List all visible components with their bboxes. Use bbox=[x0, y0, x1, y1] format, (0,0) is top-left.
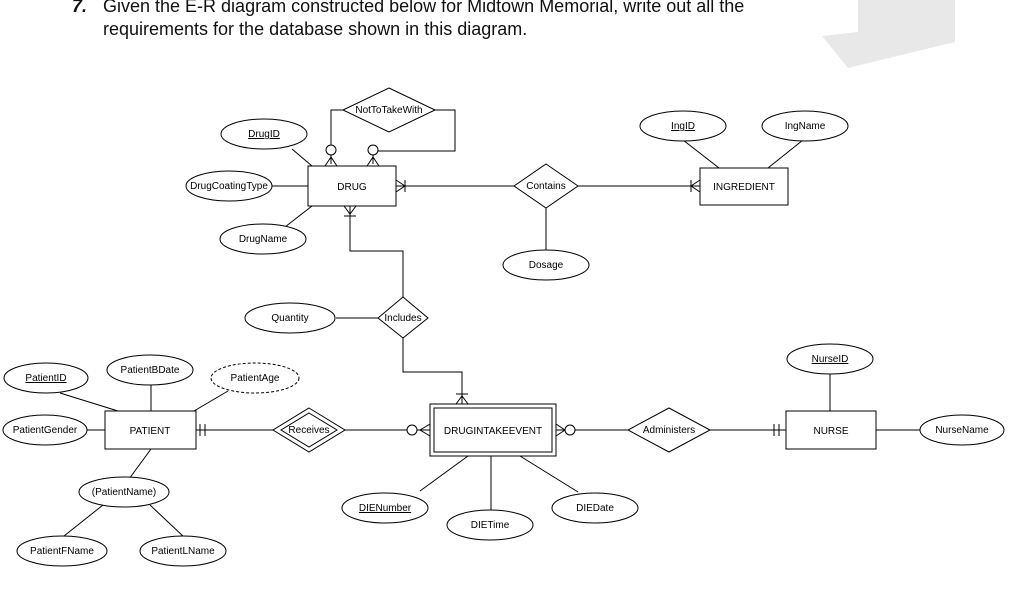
entity-nurse: NURSE bbox=[785, 410, 877, 450]
attribute-patientbdate-label: PatientBDate bbox=[121, 365, 180, 376]
cardinality-zero-circle bbox=[367, 144, 379, 156]
attribute-drugid: DrugID bbox=[220, 118, 308, 150]
attribute-patientage: PatientAge bbox=[210, 362, 300, 394]
entity-drug-label: DRUG bbox=[337, 182, 367, 193]
line-patient-name bbox=[128, 448, 152, 480]
attribute-drugname: DrugName bbox=[219, 223, 307, 255]
line-patientid-patient bbox=[59, 392, 119, 412]
entity-drugintakeevent: DRUGINTAKEEVENT bbox=[429, 403, 557, 457]
attribute-patientlname-label: PatientLName bbox=[151, 546, 215, 557]
attribute-quantity: Quantity bbox=[244, 302, 336, 334]
cardinality-zero-circle bbox=[325, 144, 337, 156]
connector-lines bbox=[59, 109, 920, 539]
attribute-nursename-label: NurseName bbox=[935, 425, 989, 436]
entity-patient-label: PATIENT bbox=[130, 426, 171, 437]
attribute-patientname: (PatientName) bbox=[78, 476, 170, 508]
cardinality-marks bbox=[199, 144, 780, 437]
entity-patient: PATIENT bbox=[104, 410, 197, 450]
relationship-administers: Administers bbox=[626, 407, 712, 453]
entity-drug: DRUG bbox=[307, 165, 397, 207]
line-drugname-drug bbox=[284, 205, 313, 228]
attribute-dosage-label: Dosage bbox=[529, 260, 564, 271]
relationship-contains: Contains bbox=[513, 163, 579, 209]
cardinality-crowsfoot bbox=[343, 205, 357, 215]
attribute-ingid-label: IngID bbox=[671, 121, 695, 132]
line-die-diedate bbox=[519, 455, 579, 493]
attribute-drugname-label: DrugName bbox=[239, 234, 288, 245]
entity-ingredient-label: INGREDIENT bbox=[713, 182, 775, 193]
attribute-nurseid-label: NurseID bbox=[812, 354, 849, 365]
question: 7. Given the E-R diagram constructed bel… bbox=[72, 0, 832, 41]
attribute-dietime-label: DIETime bbox=[471, 520, 510, 531]
cardinality-crowsfoot bbox=[419, 423, 431, 437]
attributes: DrugID DrugCoatingType DrugName IngID In… bbox=[2, 110, 1005, 567]
line-ingid-ingredient bbox=[682, 139, 720, 169]
cardinality-zero-circle bbox=[564, 424, 576, 436]
question-number: 7. bbox=[72, 0, 88, 16]
attribute-patientname-label: (PatientName) bbox=[92, 487, 156, 498]
line-drug-nottotakewith-left bbox=[330, 109, 343, 164]
cardinality-zero-circle bbox=[406, 424, 418, 436]
line-drug-includes bbox=[349, 206, 404, 297]
question-text: Given the E-R diagram constructed below … bbox=[103, 0, 745, 39]
attribute-diedate: DIEDate bbox=[551, 492, 639, 524]
attribute-diedate-label: DIEDate bbox=[576, 503, 614, 514]
attribute-ingid: IngID bbox=[639, 110, 727, 142]
attribute-patientgender: PatientGender bbox=[2, 414, 88, 446]
relationship-includes: Includes bbox=[377, 296, 429, 339]
attribute-patientlname: PatientLName bbox=[139, 535, 227, 567]
attribute-dosage: Dosage bbox=[502, 249, 590, 281]
relationship-receives: Receives bbox=[272, 407, 346, 453]
attribute-patientbdate: PatientBDate bbox=[106, 354, 194, 386]
relationship-includes-label: Includes bbox=[384, 313, 421, 324]
entity-ingredient: INGREDIENT bbox=[699, 167, 789, 206]
attribute-patientid: PatientID bbox=[3, 362, 89, 394]
attribute-dietime: DIETime bbox=[446, 509, 534, 541]
line-name-fname bbox=[63, 504, 104, 537]
relationship-administers-label: Administers bbox=[643, 425, 695, 436]
attribute-patientfname-label: PatientFName bbox=[30, 546, 94, 557]
attribute-patientgender-label: PatientGender bbox=[13, 425, 78, 436]
attribute-patientage-label: PatientAge bbox=[231, 373, 280, 384]
relationship-nottotakewith: NotToTakeWith bbox=[341, 87, 437, 133]
relationship-contains-label: Contains bbox=[526, 181, 565, 192]
line-die-dienumber bbox=[419, 455, 469, 492]
attribute-drugcoatingtype: DrugCoatingType bbox=[185, 170, 273, 202]
entities: DRUG INGREDIENT PATIENT DRUGINTAKEEVENT … bbox=[104, 165, 877, 457]
attribute-dienumber: DIENumber bbox=[341, 492, 429, 524]
line-name-lname bbox=[149, 504, 186, 539]
attribute-nursename: NurseName bbox=[919, 414, 1005, 446]
cardinality-crowsfoot bbox=[366, 156, 380, 167]
entity-nurse-label: NURSE bbox=[813, 426, 848, 437]
attribute-ingname-label: IngName bbox=[785, 121, 826, 132]
line-patientage-patient bbox=[193, 390, 229, 412]
attribute-patientfname: PatientFName bbox=[16, 535, 108, 567]
attribute-ingname: IngName bbox=[761, 110, 849, 142]
relationship-receives-label: Receives bbox=[288, 425, 329, 436]
cardinality-crowsfoot bbox=[455, 395, 469, 405]
cardinality-crowsfoot bbox=[324, 156, 338, 167]
line-includes-die bbox=[402, 338, 463, 404]
relationships: NotToTakeWith Contains Includes Receives… bbox=[272, 87, 712, 453]
attribute-quantity-label: Quantity bbox=[271, 313, 308, 324]
attribute-nurseid: NurseID bbox=[786, 343, 874, 375]
relationship-nottotakewith-label: NotToTakeWith bbox=[355, 105, 422, 116]
attribute-drugcoatingtype-label: DrugCoatingType bbox=[190, 181, 268, 192]
attribute-drugid-label: DrugID bbox=[248, 129, 280, 140]
attribute-dienumber-label: DIENumber bbox=[359, 503, 412, 514]
line-drugid-drug bbox=[291, 148, 313, 167]
entity-drugintakeevent-label: DRUGINTAKEEVENT bbox=[444, 426, 542, 437]
line-ingname-ingredient bbox=[767, 139, 804, 169]
attribute-patientid-label: PatientID bbox=[25, 373, 66, 384]
